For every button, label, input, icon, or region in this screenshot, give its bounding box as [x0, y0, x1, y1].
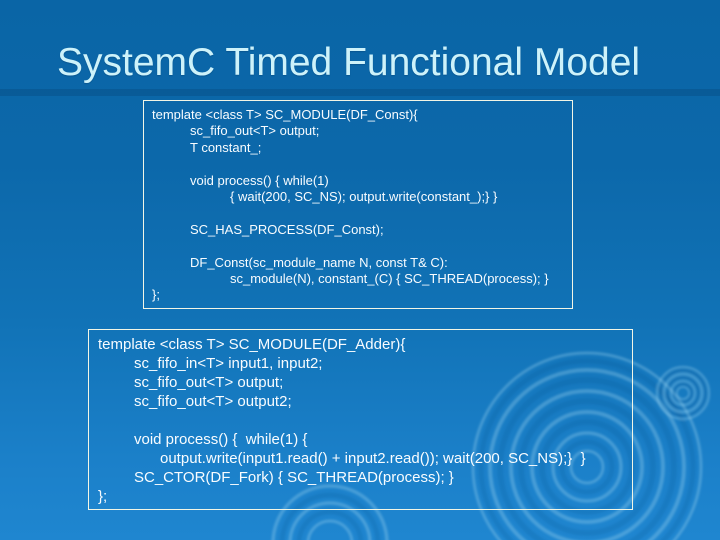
code-line: output.write(input1.read() + input2.read…: [160, 450, 586, 467]
code-line: DF_Const(sc_module_name N, const T& C):: [190, 254, 448, 270]
code-line: template <class T> SC_MODULE(DF_Adder){: [98, 336, 406, 353]
code-line: T constant_;: [190, 139, 262, 155]
code-line: [152, 205, 568, 221]
code-line: sc_fifo_out<T> output;: [190, 123, 320, 139]
code-line: template <class T> SC_MODULE(DF_Const){: [152, 107, 418, 122]
code-line: sc_module(N), constant_(C) { SC_THREAD(p…: [230, 271, 549, 287]
code-line: [152, 156, 568, 172]
code-line: sc_fifo_out<T> output2;: [134, 393, 292, 410]
code-line: sc_fifo_in<T> input1, input2;: [134, 355, 323, 372]
code-line: };: [152, 287, 160, 303]
code-line: sc_fifo_out<T> output;: [134, 374, 284, 391]
background-shade-band: [0, 89, 720, 96]
code-line: SC_CTOR(DF_Fork) { SC_THREAD(process); }: [134, 469, 454, 486]
code-line: };: [98, 488, 108, 505]
code-line: SC_HAS_PROCESS(DF_Const);: [190, 221, 384, 237]
code-line: void process() { while(1): [190, 172, 329, 188]
code-line: [152, 238, 568, 254]
code-box-df-adder: template <class T> SC_MODULE(DF_Adder){s…: [88, 329, 633, 510]
code-line: void process() { while(1) {: [134, 431, 308, 448]
code-line: { wait(200, SC_NS); output.write(constan…: [230, 189, 498, 205]
code-box-df-const: template <class T> SC_MODULE(DF_Const){s…: [143, 100, 573, 309]
code-line: [98, 411, 629, 430]
slide-title: SystemC Timed Functional Model: [57, 41, 641, 84]
